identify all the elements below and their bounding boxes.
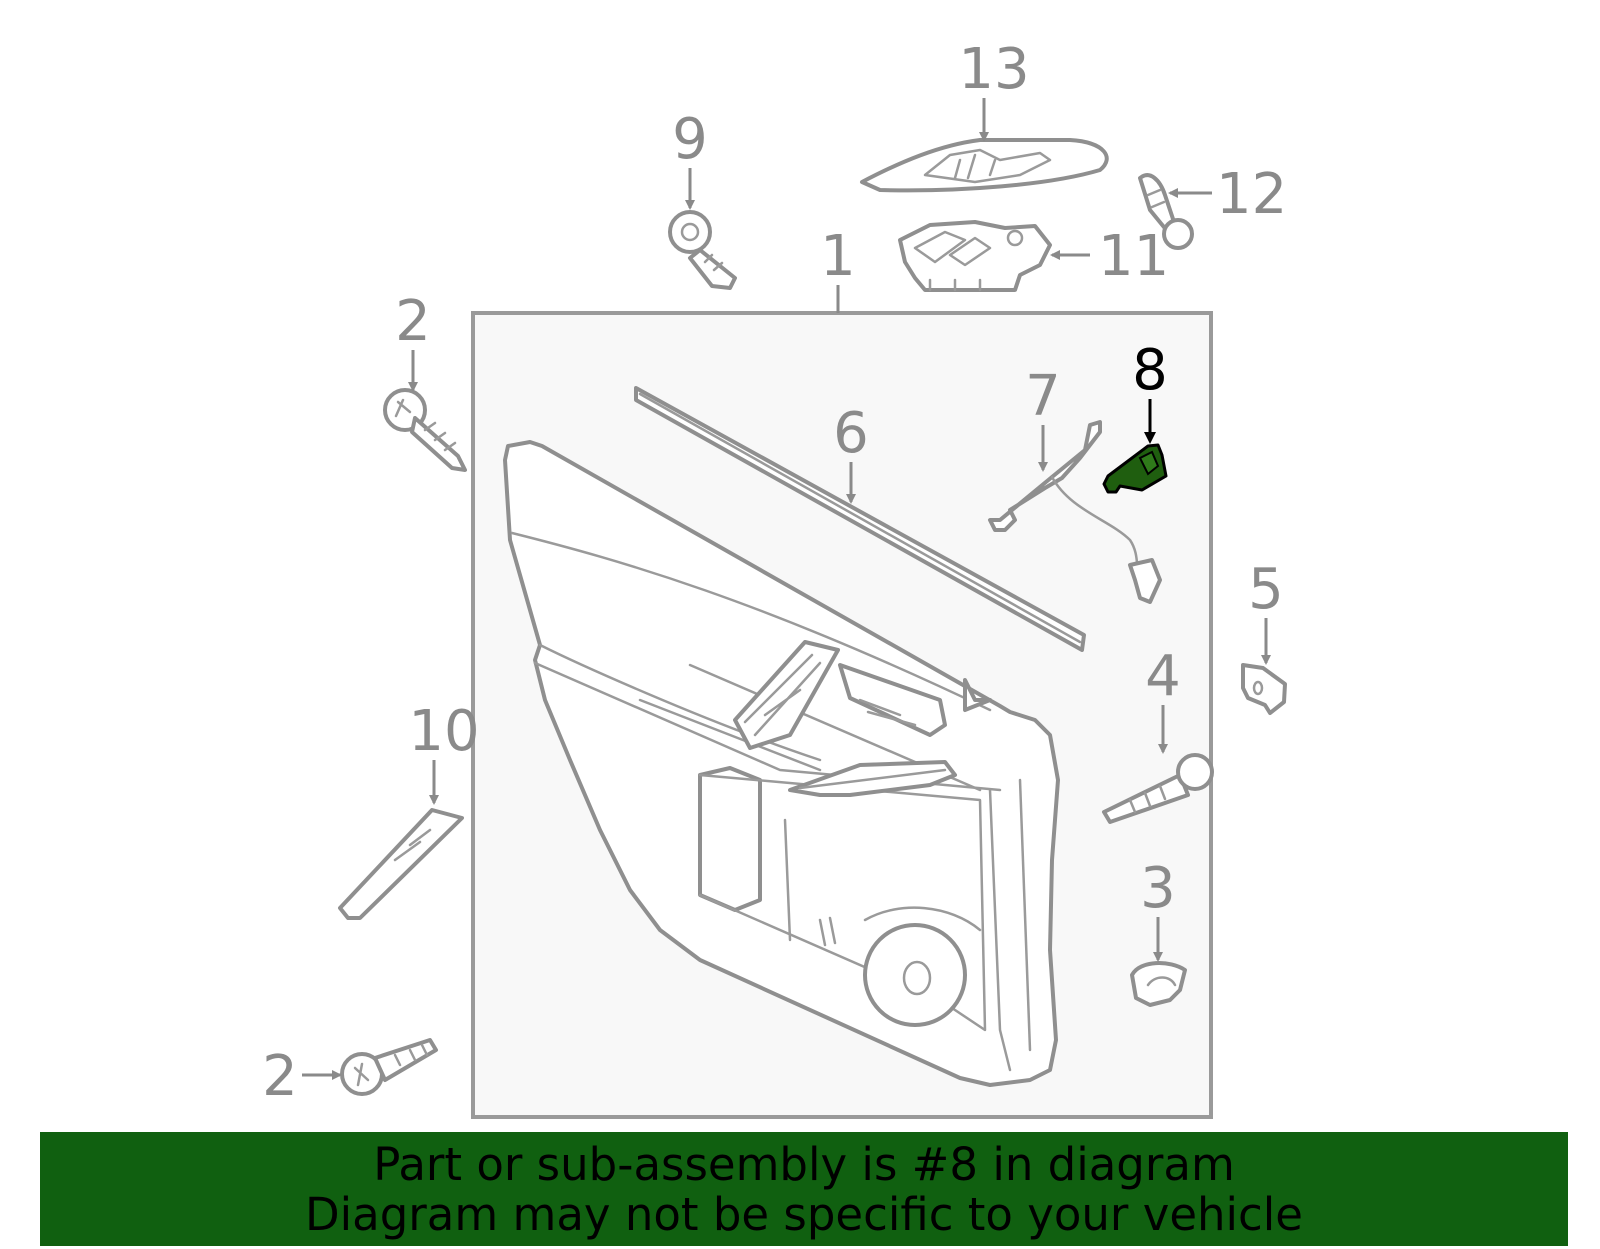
callout-4: 4 [1145,644,1181,709]
part-11-switch-base [898,220,1052,292]
callout-2-upper: 2 [395,289,431,354]
part-13-trim [860,138,1109,193]
speaker-circle [863,923,967,1027]
part-12-clip [1138,173,1194,250]
part-2-screw-lower [340,1038,438,1096]
part-4-screw [1102,753,1214,824]
callout-2-lower: 2 [262,1044,298,1109]
part-5-clip [1241,663,1287,715]
callout-13: 13 [958,37,1029,102]
part-7-harness [988,420,1162,604]
callout-9: 9 [672,107,708,172]
part-8-switch [1102,443,1168,494]
callout-8: 8 [1132,338,1168,403]
callout-6: 6 [833,401,869,466]
part-10-strip [338,808,464,920]
callout-5: 5 [1248,557,1284,622]
part-3-clip [1130,961,1187,1007]
callout-12: 12 [1216,162,1287,227]
callout-1: 1 [820,224,856,289]
callout-7: 7 [1025,364,1061,429]
banner-line-1: Part or sub-assembly is #8 in diagram [373,1138,1235,1191]
callout-3: 3 [1140,856,1176,921]
disclaimer-banner: Part or sub-assembly is #8 in diagram Di… [40,1132,1568,1246]
part-9-fastener [668,210,737,290]
part-2-screw-upper [383,388,467,472]
door-trim-panel [503,440,1060,1087]
banner-line-2: Diagram may not be specific to your vehi… [305,1188,1303,1241]
part-6-weatherstrip [634,386,1086,652]
callout-10: 10 [408,699,479,764]
callout-11: 11 [1098,224,1169,289]
